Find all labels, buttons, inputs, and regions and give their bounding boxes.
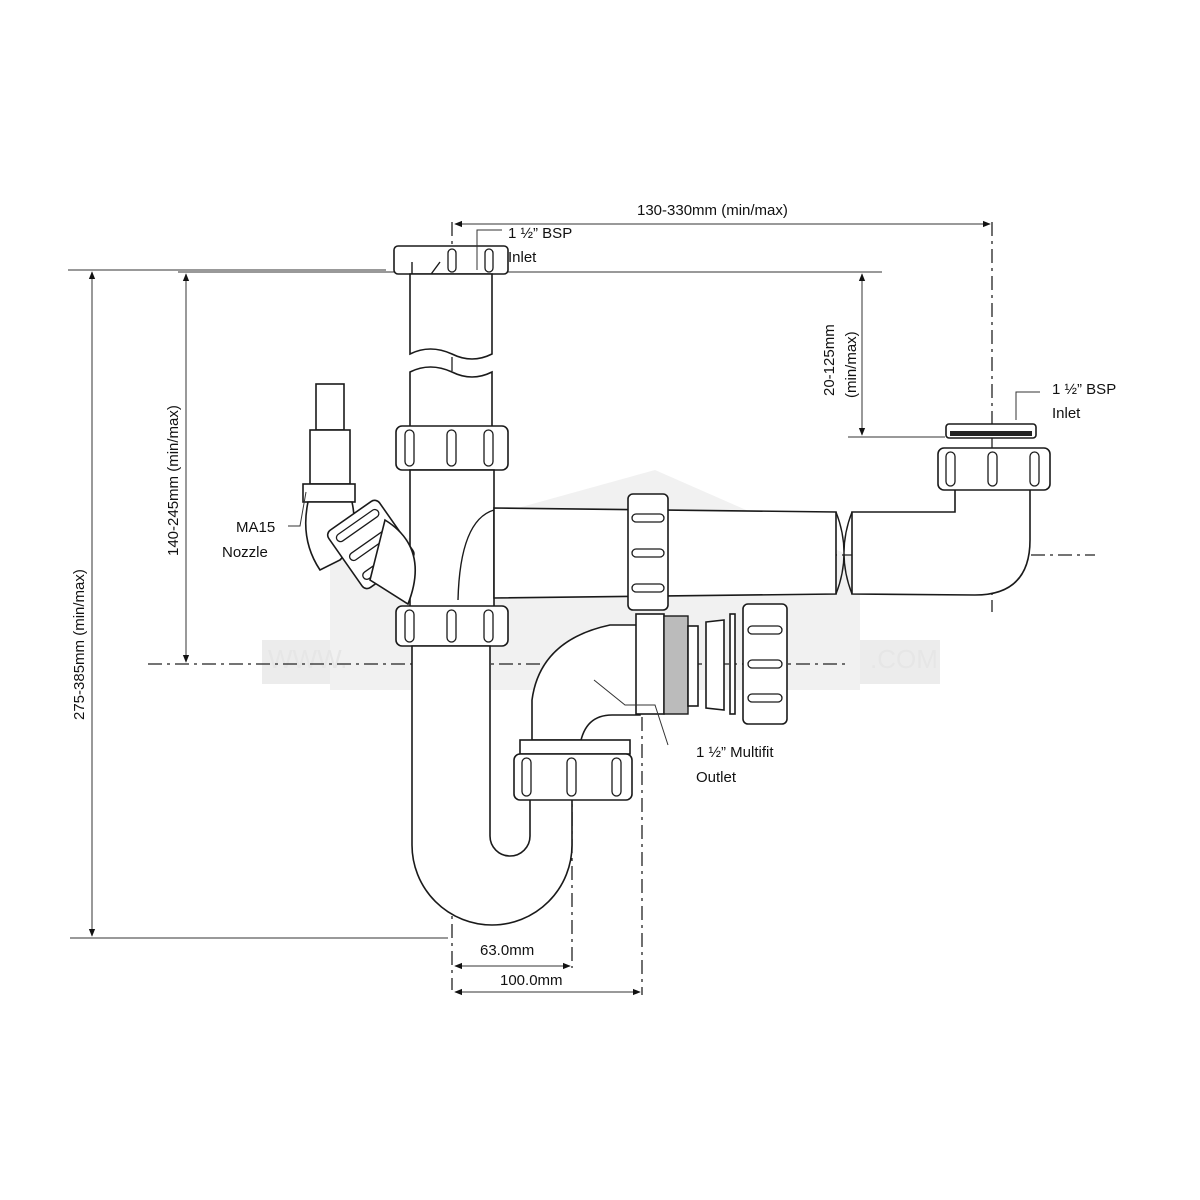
dim-right-inlet-drop-1: 20-125mm [821,324,838,396]
side-branch-pipe [457,477,1031,611]
dim-right-inlet-drop-2: (min/max) [843,331,860,398]
labels: 1 ½” BSP Inlet 1 ½” BSP Inlet MA15 Nozzl… [71,202,1116,989]
top-inlet [393,245,509,609]
right-inlet-label-2: Inlet [1052,405,1081,422]
outlet-label-1: 1 ½” Multifit [696,744,774,761]
top-inlet-label-1: 1 ½” BSP [508,225,572,242]
right-inlet [937,423,1051,491]
dimension-arrows [88,220,991,996]
top-inlet-label-2: Inlet [508,249,537,266]
watermark-prefix: WWW. [268,644,347,674]
watermark-suffix: .COM [870,644,938,674]
dim-overall-height: 275-385mm (min/max) [71,569,88,720]
nozzle-label-2: Nozzle [222,544,268,561]
dim-inlet-to-centre: 140-245mm (min/max) [165,405,182,556]
dim-horizontal-span: 130-330mm (min/max) [637,202,788,219]
dim-outlet-offset: 100.0mm [500,972,563,989]
ma15-nozzle [302,383,416,606]
dim-trap-offset: 63.0mm [480,942,534,959]
leader-lines [288,229,1040,746]
extension-lines [68,269,945,939]
outlet-label-2: Outlet [696,769,737,786]
right-inlet-label-1: 1 ½” BSP [1052,381,1116,398]
bottle-trap [395,605,641,926]
multifit-outlet [635,603,788,725]
nozzle-label-1: MA15 [236,519,275,536]
